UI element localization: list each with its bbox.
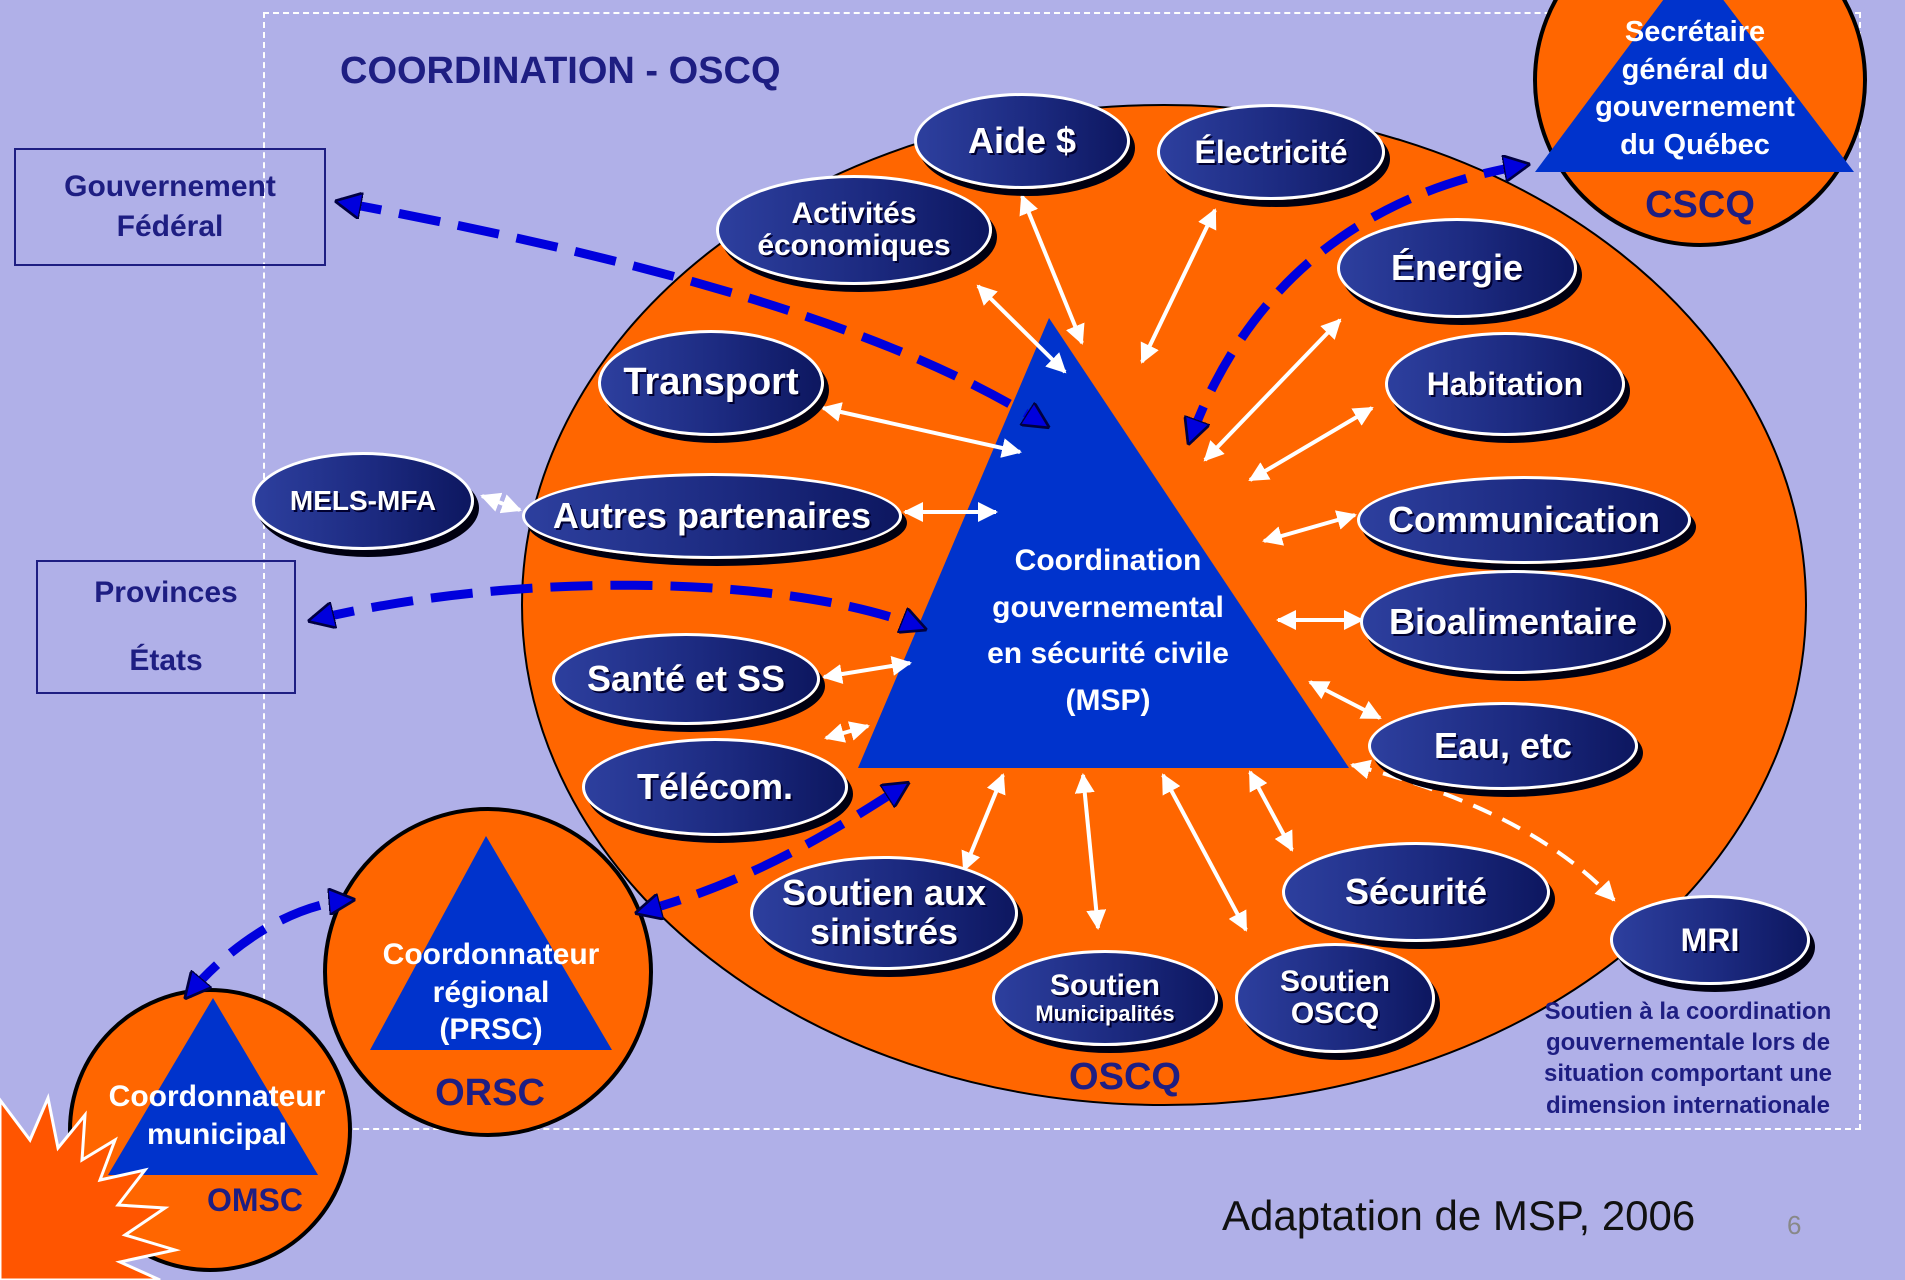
oval-soutien-municipalites: Soutien Municipalités: [992, 950, 1218, 1046]
oval-sante: Santé et SS: [552, 633, 820, 725]
oval-aide-label: Aide $: [967, 119, 1077, 161]
oval-sinistres-line-1: Soutien aux: [781, 872, 987, 914]
oval-eau-label: Eau, etc: [1433, 724, 1573, 766]
oval-mels-mfa-label: MELS-MFA: [289, 484, 437, 516]
explosion-burst: [0, 1092, 181, 1280]
omsc-line-2: municipal: [146, 1117, 288, 1151]
oscq-label: OSCQ: [1069, 1056, 1181, 1098]
orsc-label: ORSC: [435, 1072, 545, 1114]
oval-sinistres-line-2: sinistrés: [809, 911, 959, 952]
federal-line-1: Gouvernement: [64, 170, 276, 203]
oval-mri-label: MRI: [1680, 921, 1740, 958]
oval-transport: Transport: [598, 330, 824, 436]
oval-municipalites-line-1: Soutien: [1049, 968, 1160, 1002]
oval-bioalimentaire-label: Bioalimentaire: [1388, 600, 1638, 642]
page-title: COORDINATION - OSCQ: [340, 50, 781, 92]
oval-electricite: Électricité: [1157, 104, 1385, 200]
center-line-1: Coordination: [1014, 544, 1202, 577]
oval-sante-label: Santé et SS: [586, 657, 786, 699]
oval-autres-label: Autres partenaires: [552, 494, 872, 536]
oval-securite: Sécurité: [1282, 842, 1550, 942]
oval-bioalimentaire: Bioalimentaire: [1360, 570, 1666, 674]
omsc-triangle: [108, 998, 318, 1175]
oval-energie-label: Énergie: [1390, 246, 1524, 288]
oval-mri: MRI: [1610, 895, 1810, 985]
oval-securite-label: Sécurité: [1344, 870, 1488, 912]
oval-soutien-oscq-line-2: OSCQ: [1290, 997, 1380, 1030]
oval-electricite-label: Électricité: [1194, 133, 1348, 170]
omsc-label: OMSC: [207, 1182, 303, 1218]
center-text: Coordination gouvernemental en sécurité …: [942, 538, 1274, 724]
omsc-text: Coordonnateur municipal: [92, 1078, 342, 1153]
oval-activites-line-2: économiques: [757, 229, 951, 262]
orsc-line-2: régional: [432, 975, 550, 1009]
oval-eau: Eau, etc: [1368, 702, 1638, 790]
federal-line-2: Fédéral: [116, 210, 224, 243]
cscq-line-4: du Québec: [1620, 129, 1770, 162]
provinces-line-2: États: [129, 644, 203, 677]
oval-habitation: Habitation: [1385, 332, 1625, 436]
cscq-triangle: [1535, 0, 1854, 172]
cscq-label: CSCQ: [1645, 184, 1755, 226]
oval-transport-label: Transport: [623, 361, 799, 404]
oval-aide: Aide $: [914, 93, 1130, 189]
oval-habitation-label: Habitation: [1426, 365, 1584, 402]
msp-triangle: [858, 318, 1349, 768]
center-line-2: gouvernemental: [992, 590, 1224, 624]
oval-telecom-label: Télécom.: [636, 765, 794, 807]
mri-note: Soutien à la coordination gouvernemental…: [1544, 998, 1832, 1119]
oval-soutien-oscq-line-1: Soutien: [1280, 964, 1390, 998]
oval-mels-mfa: MELS-MFA: [252, 452, 474, 550]
provinces-line-1: Provinces: [94, 576, 238, 609]
oval-soutien-oscq: Soutien OSCQ: [1235, 943, 1435, 1053]
center-line-3: en sécurité civile: [987, 637, 1229, 670]
center-line-4: (MSP): [1065, 683, 1151, 717]
provinces-box: Provinces États: [36, 560, 296, 694]
orsc-line-3: (PRSC): [439, 1013, 543, 1046]
omsc-line-1: Coordonnateur: [108, 1080, 326, 1113]
cscq-line-3: gouvernement: [1595, 91, 1795, 124]
oval-communication-label: Communication: [1387, 498, 1660, 540]
oval-autres-partenaires: Autres partenaires: [522, 473, 902, 559]
oval-energie: Énergie: [1337, 218, 1577, 318]
cscq-line-1: Secrétaire: [1624, 16, 1766, 48]
oval-soutien-sinistres: Soutien aux sinistrés: [750, 856, 1018, 970]
cscq-text: Secrétaire général du gouvernement du Qu…: [1560, 14, 1830, 165]
source-citation: Adaptation de MSP, 2006: [1222, 1192, 1696, 1239]
orsc-triangle: [370, 836, 612, 1050]
federal-government-box: Gouvernement Fédéral: [14, 148, 326, 266]
cscq-line-2: général du: [1621, 53, 1769, 86]
oval-activites-economiques: Activités économiques: [716, 175, 992, 285]
oval-communication: Communication: [1357, 476, 1691, 564]
page-number: 6: [1787, 1210, 1802, 1240]
oval-municipalites-line-2: Municipalités: [1035, 1001, 1175, 1027]
oscq-boundary: [263, 12, 1861, 1130]
orsc-text: Coordonnateur régional (PRSC): [366, 936, 616, 1049]
oval-telecom: Télécom.: [582, 738, 848, 836]
oval-activites-line-1: Activités: [791, 196, 917, 230]
orsc-line-1: Coordonnateur: [382, 938, 600, 971]
